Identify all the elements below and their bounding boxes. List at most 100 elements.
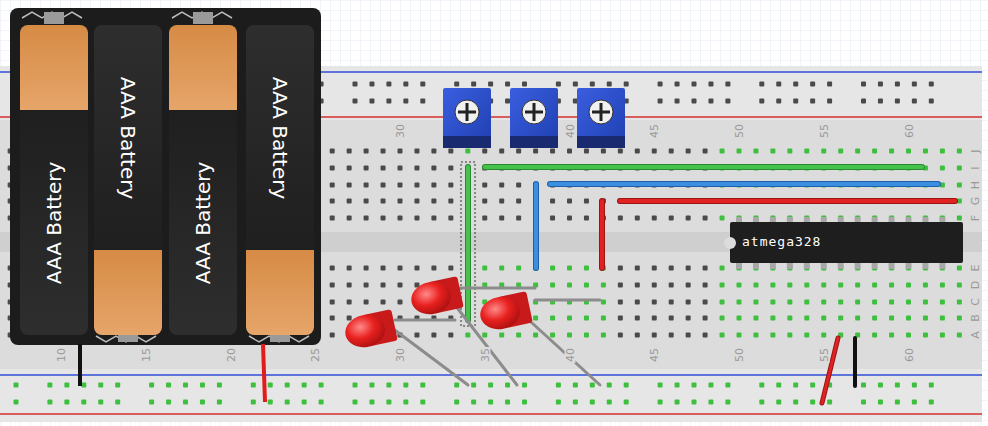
breadboard-hole	[669, 149, 674, 154]
breadboard-hole	[414, 166, 419, 171]
chip-pin	[855, 263, 861, 269]
breadboard-hole	[675, 400, 680, 405]
breadboard-hole	[330, 333, 335, 338]
breadboard-hole	[251, 383, 256, 388]
breadboard-hole	[872, 300, 877, 305]
breadboard-hole	[482, 183, 487, 188]
breadboard-hole	[302, 400, 307, 405]
breadboard-hole	[720, 266, 725, 271]
breadboard-hole	[567, 149, 572, 154]
breadboard-hole	[669, 266, 674, 271]
breadboard-hole	[957, 149, 962, 154]
breadboard-hole	[398, 149, 403, 154]
selection-outline	[461, 162, 475, 326]
breadboard-hole	[420, 400, 425, 405]
breadboard-hole	[550, 316, 555, 321]
breadboard-hole	[183, 383, 188, 388]
row-letter: F	[970, 214, 981, 222]
breadboard-hole	[454, 400, 459, 405]
breadboard-hole	[381, 149, 386, 154]
breadboard-hole	[776, 400, 781, 405]
row-letter: B	[970, 313, 981, 323]
breadboard-hole	[821, 283, 826, 288]
breadboard-hole	[183, 400, 188, 405]
breadboard-hole	[861, 99, 866, 104]
breadboard-hole	[414, 199, 419, 204]
column-number: 60	[903, 347, 914, 363]
breadboard-hole	[454, 82, 459, 87]
breadboard-hole	[556, 400, 561, 405]
breadboard-hole	[522, 82, 527, 87]
breadboard-hole	[940, 300, 945, 305]
breadboard-hole	[720, 216, 725, 221]
breadboard-hole	[804, 283, 809, 288]
breadboard-hole	[347, 183, 352, 188]
breadboard-hole	[516, 199, 521, 204]
breadboard-hole	[753, 283, 758, 288]
breadboard-hole	[861, 82, 866, 87]
breadboard-hole	[624, 400, 629, 405]
breadboard-hole	[81, 400, 86, 405]
breadboard-hole	[618, 149, 623, 154]
breadboard-hole	[567, 333, 572, 338]
breadboard-hole	[804, 149, 809, 154]
breadboard-hole	[957, 300, 962, 305]
breadboard-hole	[669, 300, 674, 305]
breadboard-hole	[912, 400, 917, 405]
breadboard-hole	[889, 316, 894, 321]
column-number: 25	[310, 347, 321, 363]
breadboard-hole	[635, 149, 640, 154]
breadboard-hole	[658, 99, 663, 104]
breadboard-hole	[369, 383, 374, 388]
potentiometer	[510, 88, 558, 148]
breadboard-hole	[398, 183, 403, 188]
breadboard-hole	[403, 400, 408, 405]
breadboard-hole	[720, 283, 725, 288]
breadboard-hole	[753, 149, 758, 154]
breadboard-hole	[635, 216, 640, 221]
breadboard-hole	[753, 316, 758, 321]
breadboard-hole	[414, 216, 419, 221]
breadboard-hole	[957, 216, 962, 221]
breadboard-hole	[330, 149, 335, 154]
breadboard-hole	[330, 166, 335, 171]
column-number: 55	[818, 347, 829, 363]
breadboard-hole	[584, 283, 589, 288]
breadboard-hole	[895, 82, 900, 87]
led	[408, 276, 464, 318]
breadboard-hole	[601, 149, 606, 154]
breadboard-hole	[567, 283, 572, 288]
breadboard-hole	[635, 300, 640, 305]
breadboard-hole	[330, 283, 335, 288]
breadboard-hole	[652, 149, 657, 154]
breadboard-hole	[692, 400, 697, 405]
breadboard-hole	[522, 400, 527, 405]
breadboard-hole	[115, 383, 120, 388]
breadboard-hole	[488, 383, 493, 388]
breadboard-hole	[556, 383, 561, 388]
breadboard-hole	[906, 333, 911, 338]
battery-label: AAA Battery	[43, 161, 65, 284]
battery-wire-red	[263, 344, 265, 402]
breadboard-hole	[618, 283, 623, 288]
row-letter: A	[970, 330, 981, 340]
breadboard-hole	[720, 149, 725, 154]
breadboard-hole	[770, 149, 775, 154]
breadboard-hole	[889, 333, 894, 338]
breadboard-hole	[940, 166, 945, 171]
breadboard-hole	[652, 283, 657, 288]
breadboard-hole	[47, 383, 52, 388]
breadboard-hole	[810, 400, 815, 405]
breadboard-hole	[414, 183, 419, 188]
breadboard-hole	[353, 99, 358, 104]
breadboard-hole	[601, 316, 606, 321]
breadboard-hole	[624, 383, 629, 388]
breadboard-hole	[872, 316, 877, 321]
breadboard-hole	[115, 400, 120, 405]
breadboard-hole	[652, 300, 657, 305]
breadboard-hole	[590, 400, 595, 405]
breadboard-hole	[398, 199, 403, 204]
breadboard-hole	[675, 82, 680, 87]
breadboard-hole	[923, 333, 928, 338]
breadboard-hole	[838, 316, 843, 321]
